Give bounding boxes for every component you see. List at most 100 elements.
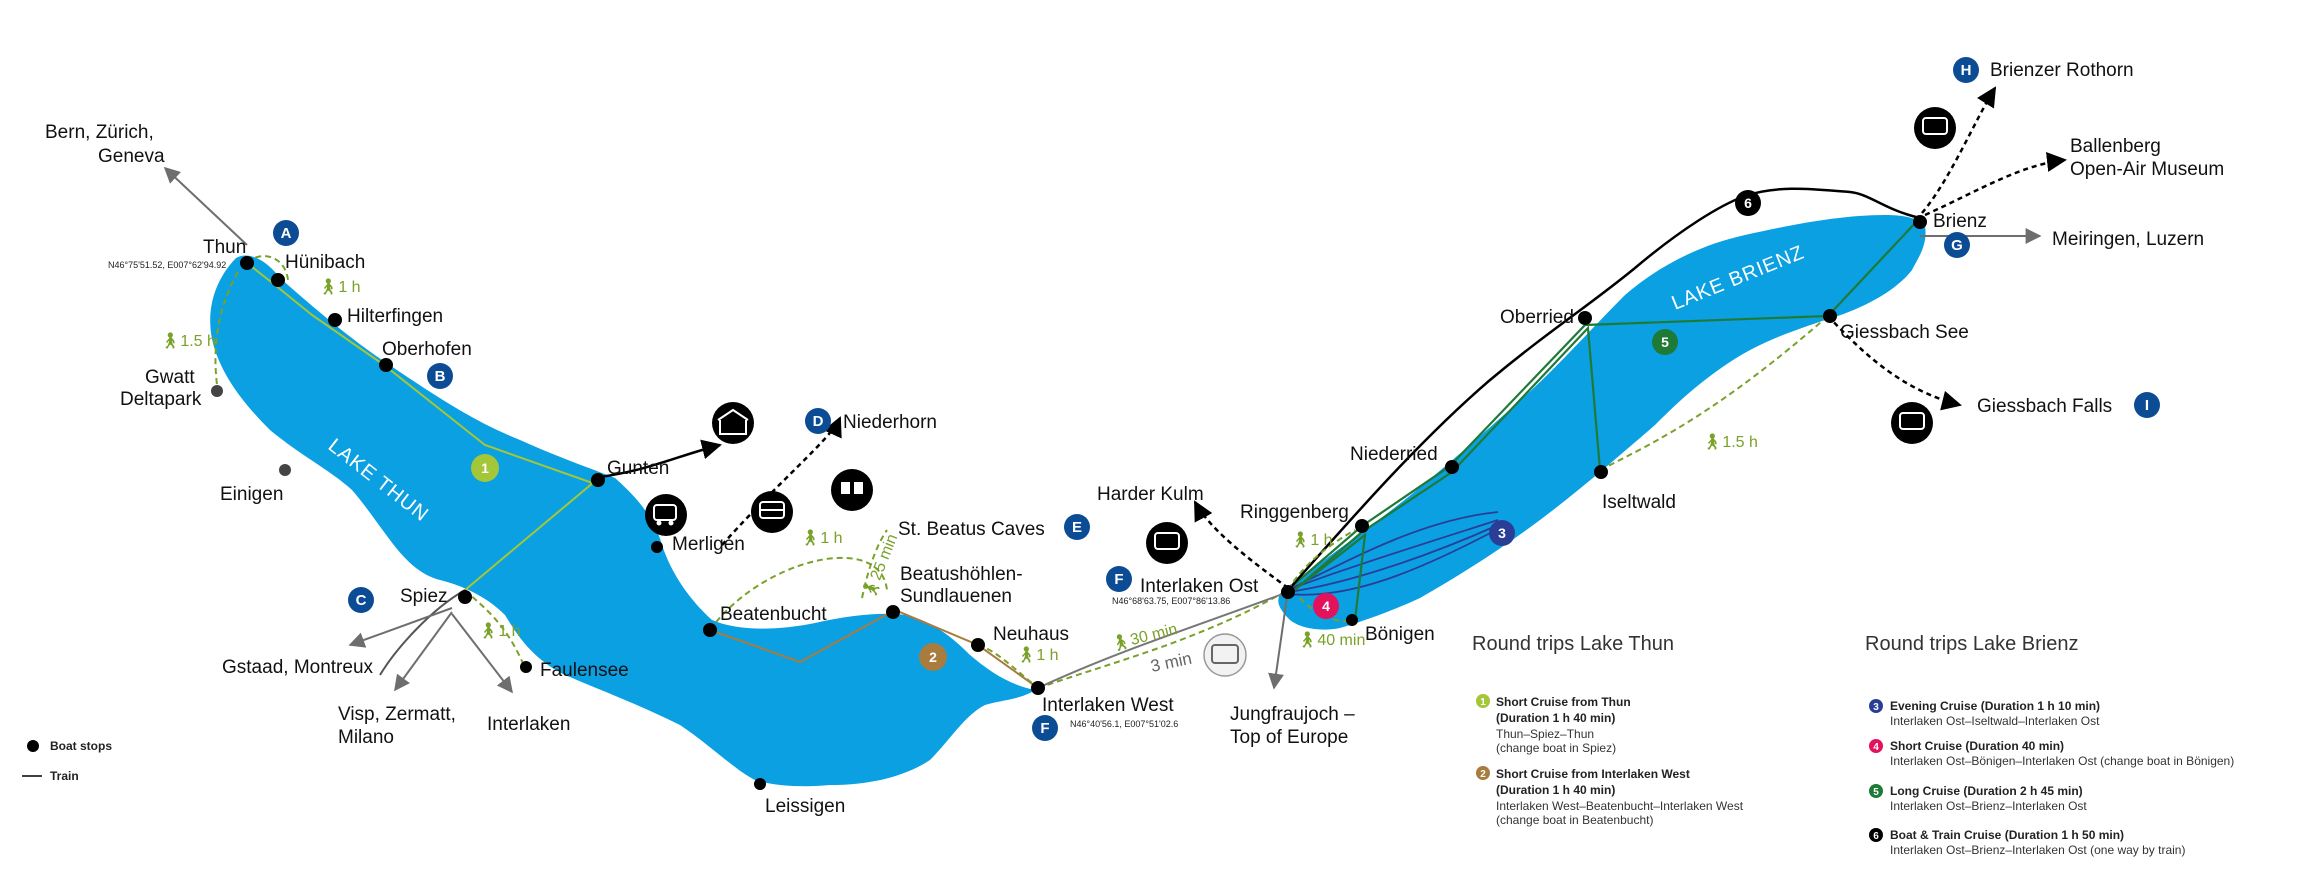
brienz-item-3: 3 Evening Cruise (Duration 1 h 10 min) I… (1869, 699, 2100, 728)
svg-text:🚶︎40 min: 🚶︎40 min (1297, 631, 1365, 649)
gondola-icon (831, 469, 873, 511)
label-visp: Visp, Zermatt, (338, 704, 456, 725)
label-giessbach-see: Giessbach See (1840, 322, 1969, 343)
stop-niederried (1445, 460, 1459, 474)
stop-interlaken-ost (1281, 585, 1295, 599)
stop-giessbach-see (1823, 309, 1837, 323)
train-icon-jungfrau (1203, 633, 1247, 677)
label-oberried: Oberried (1500, 307, 1574, 328)
route-badge-5: 5 (1652, 329, 1678, 355)
badge-c: C (348, 587, 374, 613)
badge-a: A (273, 220, 299, 246)
stop-faulensee (520, 661, 532, 673)
stop-thun (240, 256, 254, 270)
stop-beatenbucht (703, 623, 717, 637)
train-line-thun (379, 589, 466, 676)
badge-f-west: F (1032, 715, 1058, 741)
svg-text:Interlaken Ost–Brienz–Interlak: Interlaken Ost–Brienz–Interlaken Ost (on… (1890, 843, 2185, 857)
svg-text:3: 3 (1498, 525, 1506, 541)
label-iw-coord: N46°40'56.1, E007°51'02.6 (1070, 719, 1178, 729)
badge-d: D (805, 408, 831, 434)
black-dotted-arrows (721, 86, 2067, 590)
map-key: Boat stops Train (22, 739, 112, 783)
svg-text:(change boat in Beatenbucht): (change boat in Beatenbucht) (1496, 813, 1653, 827)
svg-text:(Duration 1 h 40 min): (Duration 1 h 40 min) (1496, 711, 1615, 725)
label-harder-kulm: Harder Kulm (1097, 484, 1204, 505)
svg-text:4: 4 (1873, 742, 1879, 753)
svg-text:Short Cruise from Interlaken W: Short Cruise from Interlaken West (1496, 767, 1690, 781)
svg-text:Interlaken West–Beatenbucht–In: Interlaken West–Beatenbucht–Interlaken W… (1496, 799, 1744, 813)
label-st-beatus-caves: St. Beatus Caves (898, 519, 1045, 540)
label-gunten: Gunten (607, 458, 669, 479)
stop-iseltwald (1594, 465, 1608, 479)
svg-text:🚶︎25 min: 🚶︎25 min (859, 531, 901, 601)
destination-arrows (163, 166, 2042, 694)
thun-item-2: 2 Short Cruise from Interlaken West (Dur… (1476, 766, 1744, 827)
label-open-air-museum: Open-Air Museum (2070, 159, 2224, 180)
svg-text:E: E (1072, 519, 1082, 536)
stop-ringgenberg (1355, 519, 1369, 533)
stop-gunten (591, 473, 605, 487)
route-badge-4: 4 (1313, 593, 1339, 619)
stop-oberhofen (379, 358, 393, 372)
svg-text:1: 1 (1480, 697, 1486, 708)
train-icon-rothorn (1914, 107, 1956, 149)
badge-b: B (427, 363, 453, 389)
svg-text:6: 6 (1744, 195, 1752, 211)
route-badge-2: 2 (919, 643, 947, 671)
label-jungfraujoch: Jungfraujoch – (1230, 704, 1355, 725)
stop-merligen (651, 541, 663, 553)
brienz-item-4: 4 Short Cruise (Duration 40 min) Interla… (1869, 739, 2234, 768)
svg-text:I: I (2145, 397, 2149, 414)
attraction-badges: A B C D E F F G H I (273, 57, 2160, 741)
brienz-item-6: 6 Boat & Train Cruise (Duration 1 h 50 m… (1869, 828, 2185, 857)
label-ringgenberg: Ringgenberg (1240, 502, 1349, 523)
route-badges: 1 2 3 4 5 6 (471, 190, 1761, 671)
svg-text:B: B (435, 368, 446, 385)
stop-hunibach (271, 273, 285, 287)
label-neuhaus: Neuhaus (993, 624, 1069, 645)
label-spiez: Spiez (400, 586, 448, 607)
stop-bonigen (1346, 614, 1358, 626)
stop-beatushohlen (886, 605, 900, 619)
label-niederhorn: Niederhorn (843, 412, 937, 433)
svg-text:🚶︎1.5 h: 🚶︎1.5 h (160, 332, 216, 350)
label-io-coord: N46°68'63.75, E007°86'13.86 (1112, 596, 1230, 606)
label-geneva: Geneva (98, 146, 165, 167)
label-giessbach-falls: Giessbach Falls (1977, 396, 2112, 417)
route-badge-3: 3 (1489, 520, 1515, 546)
label-leissigen: Leissigen (765, 796, 845, 817)
svg-text:🚶︎1.5 h: 🚶︎1.5 h (1702, 433, 1758, 451)
stop-leissigen (754, 778, 766, 790)
label-einigen: Einigen (220, 484, 283, 505)
label-brienz: Brienz (1933, 211, 1987, 232)
stop-gwatt (211, 385, 223, 397)
train-time: 3 min (1149, 649, 1194, 676)
thun-round-trips: Round trips Lake Thun 1 Short Cruise fro… (1472, 633, 1744, 827)
label-merligen: Merligen (672, 534, 745, 555)
svg-text:2: 2 (1480, 769, 1486, 780)
svg-text:Boat stops: Boat stops (50, 739, 112, 753)
svg-text:Boat & Train Cruise (Duration: Boat & Train Cruise (Duration 1 h 50 min… (1890, 828, 2124, 842)
thun-item-1: 1 Short Cruise from Thun (Duration 1 h 4… (1476, 694, 1631, 755)
svg-text:Train: Train (50, 769, 79, 783)
label-interlaken-west: Interlaken West (1042, 695, 1174, 716)
svg-text:4: 4 (1322, 598, 1330, 614)
svg-text:Interlaken Ost–Bönigen–Interla: Interlaken Ost–Bönigen–Interlaken Ost (c… (1890, 754, 2234, 768)
funicular-icon-giessbach (1891, 402, 1933, 444)
label-rothorn: Brienzer Rothorn (1990, 60, 2134, 81)
label-deltapark: Deltapark (120, 389, 202, 410)
badge-i: I (2134, 392, 2160, 418)
brienz-round-trips: Round trips Lake Brienz 3 Evening Cruise… (1865, 633, 2234, 857)
label-hilterfingen: Hilterfingen (347, 306, 443, 327)
svg-text:A: A (281, 225, 292, 242)
label-bonigen: Bönigen (1365, 624, 1435, 645)
svg-text:🚶︎1 h: 🚶︎1 h (1290, 531, 1333, 549)
svg-text:3: 3 (1873, 702, 1879, 713)
brienz-legend-heading: Round trips Lake Brienz (1865, 633, 2078, 655)
black-arrows (599, 439, 722, 479)
svg-text:F: F (1114, 571, 1123, 588)
svg-text:2: 2 (929, 649, 937, 665)
lake-brienz-shape (1278, 215, 1926, 630)
svg-text:Short Cruise from Thun: Short Cruise from Thun (1496, 695, 1631, 709)
